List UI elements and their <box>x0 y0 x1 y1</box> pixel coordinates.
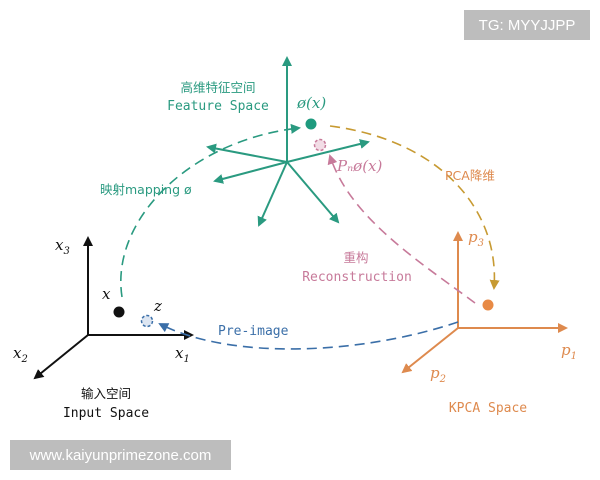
pca-arrow <box>329 125 500 290</box>
kpca-axis-p3-letter: p <box>468 228 478 246</box>
top-right-watermark: TG: MYYJJPP <box>464 10 590 40</box>
feature-axis-upleft <box>206 143 288 163</box>
feature-space-title-en: Feature Space <box>167 99 269 114</box>
kpca-axis-p2 <box>401 327 459 374</box>
input-axis-x1-letter: x <box>175 344 184 362</box>
reconstruction-label-cn: 重构 <box>343 250 368 265</box>
kpca-point <box>482 299 494 311</box>
feature-axis-upright <box>286 139 370 163</box>
preimage-label: Pre-image <box>218 324 289 339</box>
projected-point <box>313 138 327 152</box>
input-axis-x1-label: x1 <box>175 344 190 365</box>
mapping-label: 映射mapping ø <box>100 182 192 197</box>
preimage-arrow <box>158 321 459 350</box>
kpca-axis-p3-label: p3 <box>468 228 484 249</box>
input-axis-x2-letter: x <box>13 344 22 362</box>
website-watermark: www.kaiyunprimezone.com <box>10 440 231 470</box>
kpca-axis-p2-label: p2 <box>430 364 446 385</box>
kpca-axis-p1-letter: p <box>561 341 571 359</box>
input-space-title-cn: 输入空间 <box>81 386 131 401</box>
kpca-axis-p1-sub: 1 <box>571 351 577 362</box>
input-axis-x2-label: x2 <box>13 344 28 365</box>
feature-point <box>305 118 317 130</box>
projection-label: Pₙø(x) <box>336 157 383 175</box>
input-axis-x3-letter: x <box>55 236 64 254</box>
input-point-x-label: x <box>102 285 111 303</box>
mapping-arrow <box>120 123 301 298</box>
feature-space-axes <box>206 56 370 227</box>
feature-axis-downleft <box>257 161 288 227</box>
input-axis-x3-sub: 3 <box>63 246 69 257</box>
input-space-title-en: Input Space <box>63 406 149 421</box>
input-axis-x1-sub: 1 <box>183 354 189 365</box>
input-point-x <box>113 306 125 318</box>
kpca-axis-p3-sub: 3 <box>478 238 484 249</box>
input-axis-x3-label: x3 <box>55 236 70 257</box>
feature-axis-left <box>213 161 288 184</box>
input-point-z-label: z <box>153 297 162 315</box>
kpca-space-axes <box>401 231 568 374</box>
input-space-axes <box>33 236 194 380</box>
input-axis-x2 <box>33 334 89 380</box>
feature-space-title-cn: 高维特征空间 <box>180 80 255 95</box>
input-axis-x2-sub: 2 <box>20 354 27 365</box>
kpca-axis-p2-sub: 2 <box>439 374 446 385</box>
reconstruction-label-en: Reconstruction <box>302 270 412 285</box>
feature-point-label: ø(x) <box>296 94 326 112</box>
kpca-axis-p2-letter: p <box>430 364 440 382</box>
pca-label: PCA降维 <box>445 168 495 183</box>
kpca-space-title: KPCA Space <box>449 401 527 416</box>
preimage-point-z <box>140 314 154 328</box>
reconstruction-arrow <box>327 154 476 304</box>
feature-axis-downright <box>286 161 340 224</box>
kpca-axis-p1-label: p1 <box>561 341 577 362</box>
